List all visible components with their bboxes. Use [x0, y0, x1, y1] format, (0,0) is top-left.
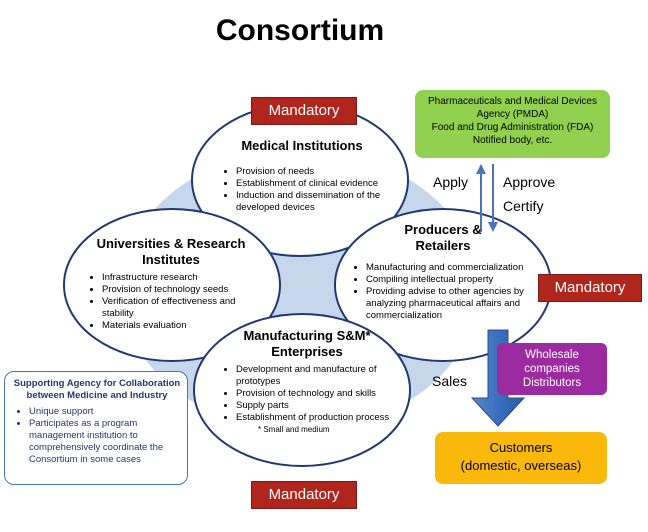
- pmda-line: Agency (PMDA): [476, 109, 549, 120]
- apply-label: Apply: [433, 174, 469, 190]
- medical-institutions: Medical Institutions Provision of needs …: [222, 138, 382, 214]
- wholesale-line: Wholesale: [525, 349, 579, 361]
- producers-retailers: Producers & Retailers Manufacturing and …: [352, 222, 534, 322]
- mandatory-badge-top: Mandatory: [251, 97, 357, 125]
- list-item: Establishment of production process: [236, 412, 392, 424]
- list-item: Providing advise to other agencies by an…: [366, 286, 534, 322]
- approve-arrow-head: [488, 222, 498, 232]
- pmda-line: Pharmaceuticals and Medical Devices: [428, 96, 597, 107]
- wholesale-line: companies: [524, 363, 580, 375]
- universities-heading: Universities & Research Institutes: [96, 236, 246, 267]
- list-item: Supply parts: [236, 400, 392, 412]
- wholesale-line: Distributors: [522, 377, 582, 389]
- list-item: Infrastructure research: [102, 272, 254, 284]
- list-item: Materials evaluation: [102, 320, 254, 332]
- customers-line: Customers: [489, 440, 553, 455]
- approve-label: Approve: [503, 174, 556, 190]
- mandatory-badge-right: Mandatory: [538, 274, 642, 302]
- support-heading: Supporting Agency for Collaboration betw…: [13, 378, 181, 401]
- customers-box: Customers (domestic, overseas): [435, 432, 607, 484]
- list-item: Provision of technology and skills: [236, 388, 392, 400]
- list-item: Establishment of clinical evidence: [236, 178, 382, 190]
- manufacturing-enterprises: Manufacturing S&M* Enterprises Developme…: [222, 328, 392, 436]
- medical-heading: Medical Institutions: [241, 138, 363, 153]
- universities-circle: [63, 208, 281, 362]
- list-item: Unique support: [29, 406, 183, 418]
- wholesale-box: Wholesale companies Distributors: [497, 343, 607, 395]
- list-item: Manufacturing and commercialization: [366, 262, 534, 274]
- certify-label: Certify: [503, 198, 544, 214]
- page-title: Consortium: [215, 14, 385, 47]
- apply-arrow-head: [476, 164, 486, 174]
- manufacturing-heading: Manufacturing S&M* Enterprises: [243, 328, 371, 359]
- list-item: Verification of effectiveness and stabil…: [102, 296, 254, 320]
- sales-label: Sales: [432, 373, 468, 389]
- footnote: * Small and medium: [258, 425, 330, 434]
- pmda-line: Food and Drug Administration (FDA): [431, 122, 594, 133]
- universities-institutes: Universities & Research Institutes Infra…: [88, 236, 254, 332]
- pmda-line: Notified body, etc.: [472, 135, 553, 146]
- customers-line: (domestic, overseas): [460, 458, 582, 473]
- list-item: Provision of needs: [236, 166, 382, 178]
- list-item: Compiling intellectual property: [366, 274, 534, 286]
- list-item: Development and manufacture of prototype…: [236, 364, 392, 388]
- manufacturing-circle: [193, 313, 411, 467]
- producers-heading: Producers & Retailers: [404, 222, 482, 253]
- list-item: Participates as a program management ins…: [29, 418, 183, 466]
- supporting-agency-box: Supporting Agency for Collaboration betw…: [4, 371, 188, 485]
- mandatory-badge-bottom: Mandatory: [251, 481, 357, 509]
- list-item: Induction and dissemination of the devel…: [236, 190, 382, 214]
- pmda-box: Pharmaceuticals and Medical Devices Agen…: [415, 90, 610, 158]
- list-item: Provision of technology seeds: [102, 284, 254, 296]
